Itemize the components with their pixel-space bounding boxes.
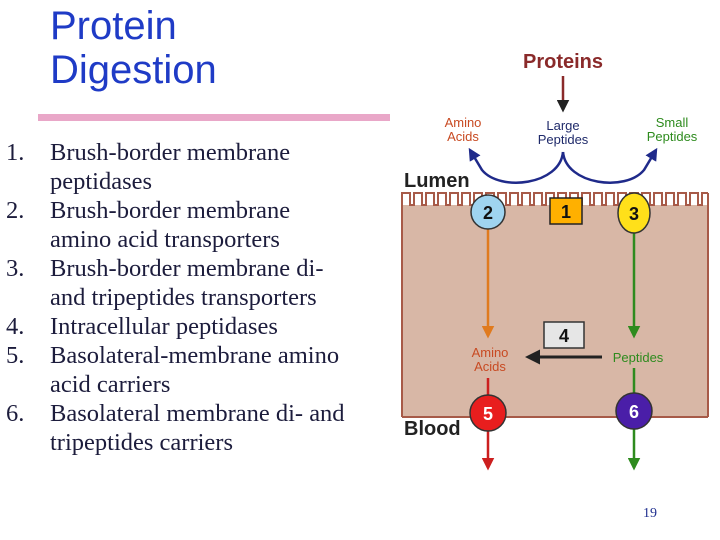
slide-title: Protein Digestion [50, 4, 217, 92]
step-number: 5. [6, 342, 25, 369]
marker-2-label: 2 [483, 203, 493, 223]
peptides-label: Peptides [613, 350, 664, 365]
page-number: 19 [643, 506, 657, 521]
small-peptides-label-line2: Peptides [647, 129, 698, 144]
step-text-line: amino acid transporters [50, 226, 280, 253]
marker-4-label: 4 [559, 326, 569, 346]
step-number: 2. [6, 197, 25, 224]
step-text-line: Brush-border membrane [50, 139, 291, 166]
amino-acids-mid-label-line2: Acids [474, 359, 506, 374]
marker-5-label: 5 [483, 404, 493, 424]
small-peptides-label-line1: Small [656, 115, 689, 130]
to-amino-acids-arrow [468, 147, 565, 184]
step-text-line: peptidases [50, 168, 153, 195]
title-line-1: Protein [50, 4, 177, 48]
title-divider [38, 114, 390, 121]
lumen-label: Lumen [404, 170, 470, 192]
marker-3-transporter [617, 192, 651, 234]
marker-5-carrier [469, 394, 507, 432]
marker-3-label: 3 [629, 204, 639, 224]
marker-6-carrier [615, 392, 653, 430]
amino-acids-top-label-line2: Acids [447, 129, 479, 144]
marker-6-label: 6 [629, 402, 639, 422]
large-peptides-label-line1: Large [546, 118, 579, 133]
marker-4-intracellular [543, 321, 585, 349]
step-item-3: 3. Brush-border membrane di-and tripeptid… [0, 254, 410, 312]
step-text-line: tripeptides carriers [50, 429, 233, 456]
step-item-4: 4. Intracellular peptidases [0, 312, 410, 341]
to-small-peptides-arrow [561, 147, 658, 184]
step-text-line: Basolateral membrane di- and [50, 400, 345, 427]
step-number: 6. [6, 400, 25, 427]
amino-acids-top-label-line1: Amino [445, 115, 482, 130]
marker-2-transporter [470, 194, 506, 230]
step-number: 3. [6, 255, 25, 282]
step-number: 1. [6, 139, 25, 166]
proteins-label: Proteins [523, 51, 603, 73]
step-text-line: Intracellular peptidases [50, 313, 278, 340]
step-text-line: Brush-border membrane di- [50, 255, 324, 282]
large-peptides-label-line2: Peptides [538, 132, 589, 147]
step-text-line: and tripeptides transporters [50, 284, 317, 311]
marker-1-peptidases [549, 197, 583, 225]
step-text-line: Basolateral-membrane amino [50, 342, 340, 369]
marker-1-label: 1 [561, 202, 571, 222]
epithelial-cell [402, 205, 708, 417]
title-line-2: Digestion [50, 48, 217, 92]
step-text-line: Brush-border membrane [50, 197, 291, 224]
amino-acids-mid-label-line1: Amino [472, 345, 509, 360]
blood-label: Blood [404, 418, 461, 440]
step-number: 4. [6, 313, 25, 340]
step-text-line: acid carriers [50, 371, 171, 398]
